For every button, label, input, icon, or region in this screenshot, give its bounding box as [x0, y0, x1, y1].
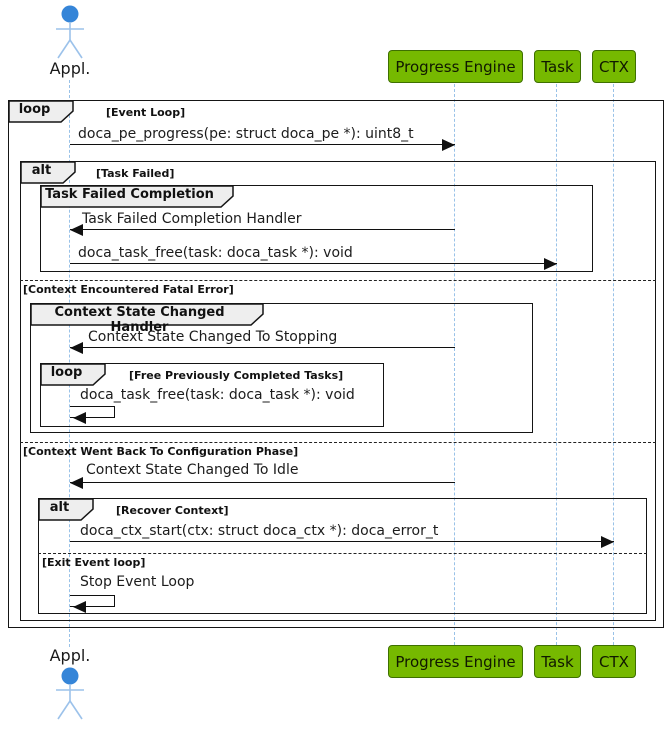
frame-free-tasks-loop-pentagon: loop — [39, 362, 106, 386]
frame-event-loop-pentagon: loop — [7, 99, 74, 123]
participant-ctx-top: CTX — [592, 50, 636, 83]
frame-title: Task Failed Completion — [45, 186, 214, 202]
divider-fatal-error — [20, 280, 656, 281]
self-message-line — [70, 595, 115, 607]
message-pe-progress: doca_pe_progress(pe: struct doca_pe *): … — [78, 126, 414, 142]
message-line — [70, 482, 455, 483]
message-line — [70, 541, 614, 542]
frame-operator: alt — [31, 162, 52, 178]
arrowhead-left-icon — [70, 224, 83, 236]
participant-progress-engine-bottom: Progress Engine — [388, 645, 523, 678]
message-state-stopping: Context State Changed To Stopping — [88, 329, 338, 345]
participant-task-bottom: Task — [534, 645, 581, 678]
frame-condition: [Recover Context] — [116, 504, 229, 517]
arrowhead-right-icon — [601, 536, 614, 548]
frame-condition: [Free Previously Completed Tasks] — [129, 369, 344, 382]
arrowhead-left-icon — [73, 601, 86, 613]
frame-condition: [Event Loop] — [106, 106, 186, 119]
message-ctx-start: doca_ctx_start(ctx: struct doca_ctx *): … — [80, 523, 439, 539]
frame-operator: loop — [50, 364, 83, 380]
message-line — [70, 144, 455, 145]
divider-label-exit-event-loop: [Exit Event loop] — [42, 556, 146, 569]
frame-context-state-changed-handler: Context State Changed Handler — [29, 302, 533, 433]
divider-exit-event-loop — [38, 553, 647, 554]
frame-free-tasks-loop: loop [Free Previously Completed Tasks] — [39, 362, 384, 427]
participant-task-top: Task — [534, 50, 581, 83]
message-line — [70, 263, 557, 264]
arrowhead-left-icon — [70, 342, 83, 354]
actor-figure-icon — [56, 667, 84, 720]
lifeline-task — [556, 84, 557, 645]
divider-label-fatal-error: [Context Encountered Fatal Error] — [23, 283, 234, 296]
lifeline-progress-engine — [454, 84, 455, 645]
participant-ctx-bottom: CTX — [592, 645, 636, 678]
divider-config-phase — [20, 442, 656, 443]
message-state-idle: Context State Changed To Idle — [86, 462, 299, 478]
message-line — [70, 347, 455, 348]
participant-progress-engine-top: Progress Engine — [388, 50, 523, 83]
frame-task-failed-completion-pentagon: Task Failed Completion — [39, 184, 234, 208]
message-line — [70, 229, 455, 230]
actor-label-appl-bottom: Appl. — [49, 646, 91, 665]
arrowhead-right-icon — [442, 139, 455, 151]
frame-task-failed: alt [Task Failed] — [19, 160, 656, 621]
arrowhead-left-icon — [73, 412, 86, 424]
actor-label-appl-top: Appl. — [49, 59, 91, 78]
frame-recover-context-pentagon: alt — [37, 497, 94, 521]
frame-operator: alt — [49, 499, 70, 515]
frame-recover-context: alt [Recover Context] — [37, 497, 647, 614]
lifeline-ctx — [613, 84, 614, 645]
actor-figure-icon — [56, 5, 84, 59]
frame-condition: [Task Failed] — [96, 167, 175, 180]
frame-event-loop: loop [Event Loop] — [7, 99, 664, 628]
frame-context-state-changed-handler-pentagon: Context State Changed Handler — [29, 302, 264, 335]
message-task-free-1: doca_task_free(task: doca_task *): void — [78, 245, 353, 261]
frame-operator: loop — [18, 101, 51, 117]
message-task-failed-handler: Task Failed Completion Handler — [82, 211, 302, 227]
frame-task-failed-completion: Task Failed Completion — [39, 184, 593, 272]
frame-task-failed-pentagon: alt — [19, 160, 76, 184]
arrowhead-left-icon — [70, 477, 83, 489]
message-stop-event-loop: Stop Event Loop — [80, 574, 195, 590]
frame-title: Context State Changed Handler — [54, 304, 225, 335]
self-message-line — [70, 406, 115, 418]
message-task-free-2: doca_task_free(task: doca_task *): void — [80, 387, 355, 403]
divider-label-config-phase: [Context Went Back To Configuration Phas… — [23, 445, 299, 458]
arrowhead-right-icon — [544, 258, 557, 270]
